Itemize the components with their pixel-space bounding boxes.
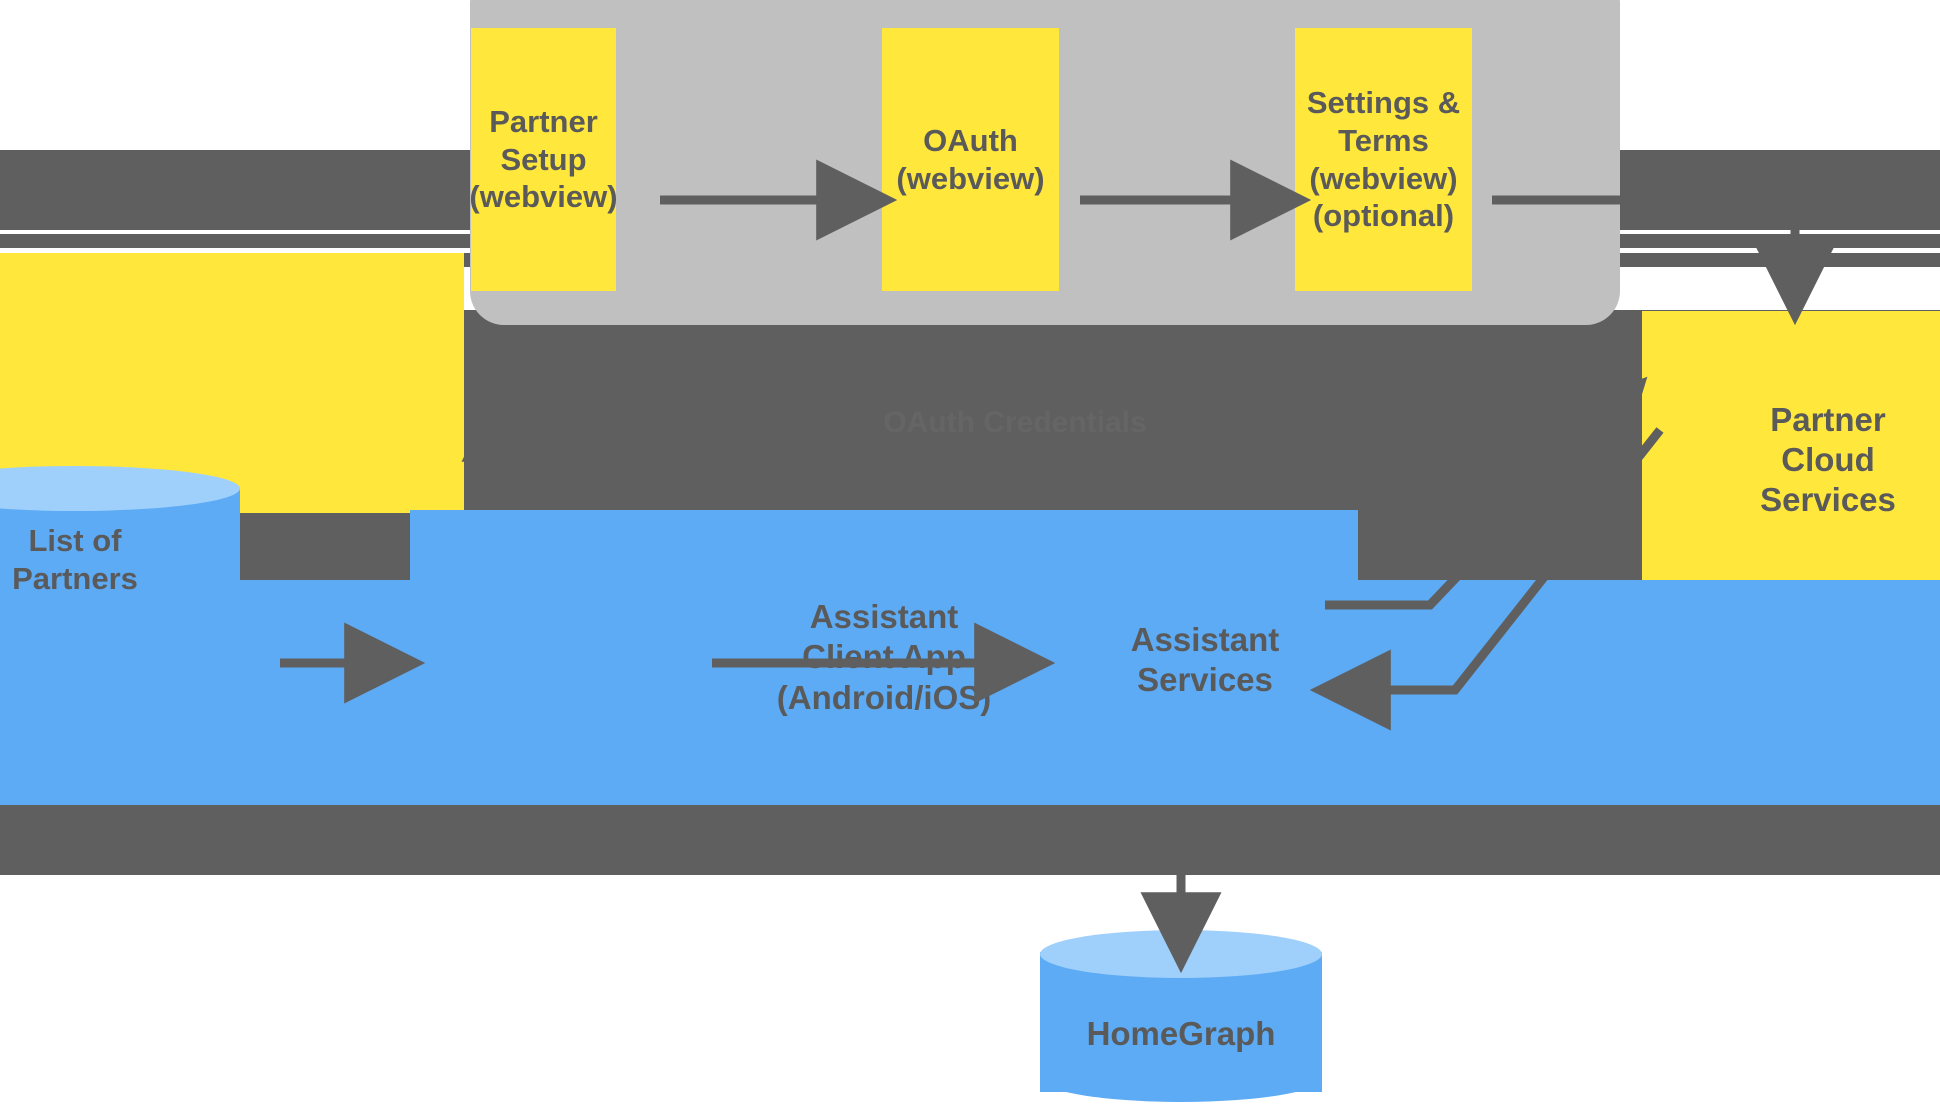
assistant-services[interactable]: Assistant Services bbox=[1130, 621, 1280, 699]
home-graph-top-ellipse bbox=[1040, 930, 1322, 978]
webview-step-settings-terms[interactable]: Settings & Terms (webview) (optional) bbox=[1295, 28, 1472, 291]
assistant-client-app[interactable]: Assistant Client App (Android/iOS) bbox=[410, 510, 1358, 805]
webview-step-partner-setup-label: Partner Setup (webview) bbox=[469, 103, 618, 215]
webview-step-oauth[interactable]: OAuth (webview) bbox=[882, 28, 1059, 291]
webview-step-settings-terms-label: Settings & Terms (webview) (optional) bbox=[1306, 84, 1461, 234]
webview-step-partner-setup[interactable]: Partner Setup (webview) bbox=[469, 28, 618, 291]
assistant-client-app-label: Assistant Client App (Android/iOS) bbox=[776, 598, 992, 716]
home-graph[interactable]: HomeGraph bbox=[1040, 930, 1322, 1109]
edge-label-oauth-credentials: OAuth Credentials bbox=[883, 406, 1147, 439]
home-graph-bottom-ellipse bbox=[1040, 1054, 1322, 1102]
home-graph-label: HomeGraph bbox=[1086, 1015, 1276, 1052]
webview-step-oauth-label: OAuth (webview) bbox=[896, 122, 1045, 196]
list-of-partners[interactable]: List of Partners bbox=[0, 466, 240, 636]
list-of-partners-label: List of Partners bbox=[12, 523, 138, 596]
partner-cloud-services[interactable]: Partner Cloud Services bbox=[1642, 311, 1940, 609]
assistant-services-band bbox=[1358, 580, 1940, 805]
partner-cloud-services-label: Partner Cloud Services bbox=[1760, 400, 1896, 519]
